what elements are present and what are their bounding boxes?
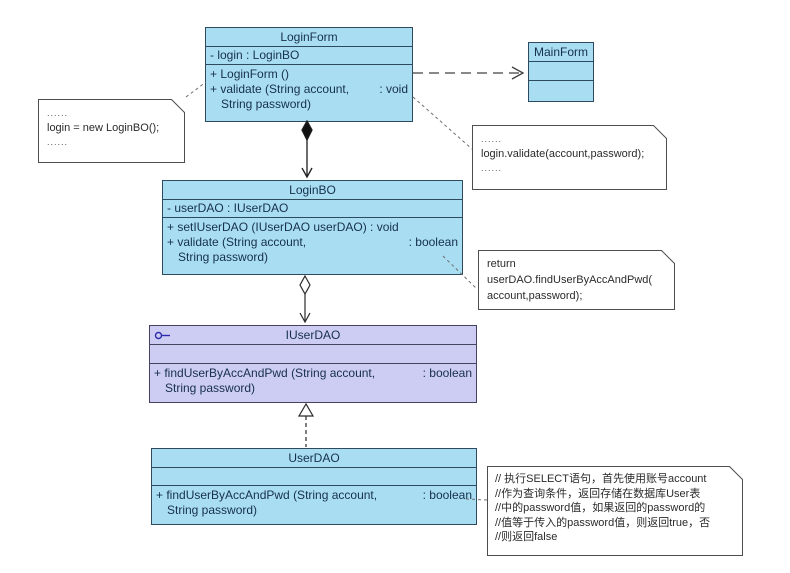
note-comment-line: //则返回false [495,531,558,543]
note-ellipsis: ...... [47,108,69,118]
class-attributes-empty [529,62,593,81]
aggregation-open-arrowhead-icon [299,312,311,324]
class-methods-userdao: + findUserByAccAndPwd (String account, :… [152,486,476,518]
method-signature-continuation: String password) [167,503,258,517]
note-create-loginbo: ...... login = new LoginBO(); ...... [38,99,185,163]
realization-hollow-triangle-icon [297,402,315,417]
note-code-line: userDAO.findUserByAccAndPwd( [487,274,653,286]
note-fold-corner-icon [661,250,675,264]
method-signature-continuation: String password) [178,250,269,264]
class-methods-empty [529,81,593,102]
dependency-open-arrowhead-icon [511,66,525,80]
note-link-callvalidate [412,96,473,150]
note-code-line: login.validate(account,password); [481,148,645,160]
method-return-type: : boolean [422,366,472,380]
note-comment-line: // 执行SELECT语句，首先使用账号account [495,473,707,485]
method-return-type: : void [379,82,408,96]
class-attribute-login: - login : LoginBO [206,47,412,65]
class-box-mainform: MainForm [528,42,594,102]
note-ellipsis: ...... [47,137,69,147]
composition-loginform-loginbo [301,119,313,179]
interface-attributes-empty [150,345,476,364]
interface-methods: + findUserByAccAndPwd (String account, :… [150,364,476,396]
dependency-loginform-mainform [413,66,525,80]
method-signature: + findUserByAccAndPwd (String account, [156,488,378,502]
note-anchor-links [185,81,488,501]
method-loginbo-validate: + validate (String account, : boolean [167,235,458,250]
aggregation-hollow-diamond-icon [299,274,311,296]
note-comment-line: //值等于传入的password值，则返回true，否 [495,516,711,529]
note-code-line: account,password); [487,290,583,302]
note-code-line: login = new LoginBO(); [47,122,160,134]
class-title-mainform: MainForm [529,43,593,62]
note-ellipsis: ...... [481,134,503,144]
note-comment-line: //中的password值，如果返回的password的 [495,502,706,514]
class-methods-loginform: + LoginForm () + validate (String accoun… [206,65,412,112]
class-methods-loginbo: + setIUserDAO (IUserDAO userDAO) : void … [163,218,462,265]
composition-open-arrowhead-icon [301,167,313,179]
note-fold-corner-icon [171,99,185,113]
interface-name: IUserDAO [285,328,341,342]
interface-title-iuserdao: IUserDAO [150,326,476,345]
class-attributes-empty [152,468,476,486]
note-link-createlogin [185,81,207,98]
note-fold-corner-icon [729,466,743,480]
class-attribute-userdao: - userDAO : IUserDAO [163,200,462,218]
aggregation-loginbo-iuserdao [299,274,311,324]
class-title-loginbo: LoginBO [163,181,462,200]
class-title-userdao: UserDAO [152,449,476,468]
class-title-loginform: LoginForm [206,28,412,47]
note-select-comment: // 执行SELECT语句，首先使用账号account //作为查询条件，返回存… [487,466,743,556]
method-return-type: : boolean [408,235,458,249]
method-signature-continuation: String password) [165,381,256,395]
note-return-finduser: return userDAO.findUserByAccAndPwd( acco… [478,250,675,310]
class-box-loginbo: LoginBO - userDAO : IUserDAO + setIUserD… [162,180,463,275]
method-signature: + validate (String account, [167,235,307,249]
composition-filled-diamond-icon [301,119,313,142]
method-userdao-finduser: + findUserByAccAndPwd (String account, :… [156,488,472,503]
method-loginbo-setiuserdao: + setIUserDAO (IUserDAO userDAO) : void [167,220,399,234]
method-loginform-constructor: + LoginForm () [210,67,290,81]
method-return-type: : boolean [422,488,472,502]
interface-lollipop-icon [154,331,170,340]
realization-userdao-iuserdao [297,402,315,447]
method-loginform-validate: + validate (String account, : void [210,82,408,97]
note-ellipsis: ...... [481,163,503,173]
note-fold-corner-icon [653,125,667,139]
class-box-userdao: UserDAO + findUserByAccAndPwd (String ac… [151,448,477,525]
method-iuserdao-finduser: + findUserByAccAndPwd (String account, :… [154,366,472,381]
method-signature: + findUserByAccAndPwd (String account, [154,366,376,380]
note-code-line: return [487,258,516,270]
method-signature: + validate (String account, [210,82,350,96]
class-box-loginform: LoginForm - login : LoginBO + LoginForm … [205,27,413,122]
note-comment-line: //作为查询条件，返回存储在数据库User表 [495,487,701,500]
note-call-validate: ...... login.validate(account,password);… [472,125,667,190]
method-signature-continuation: String password) [221,97,312,111]
interface-box-iuserdao: IUserDAO + findUserByAccAndPwd (String a… [149,325,477,403]
